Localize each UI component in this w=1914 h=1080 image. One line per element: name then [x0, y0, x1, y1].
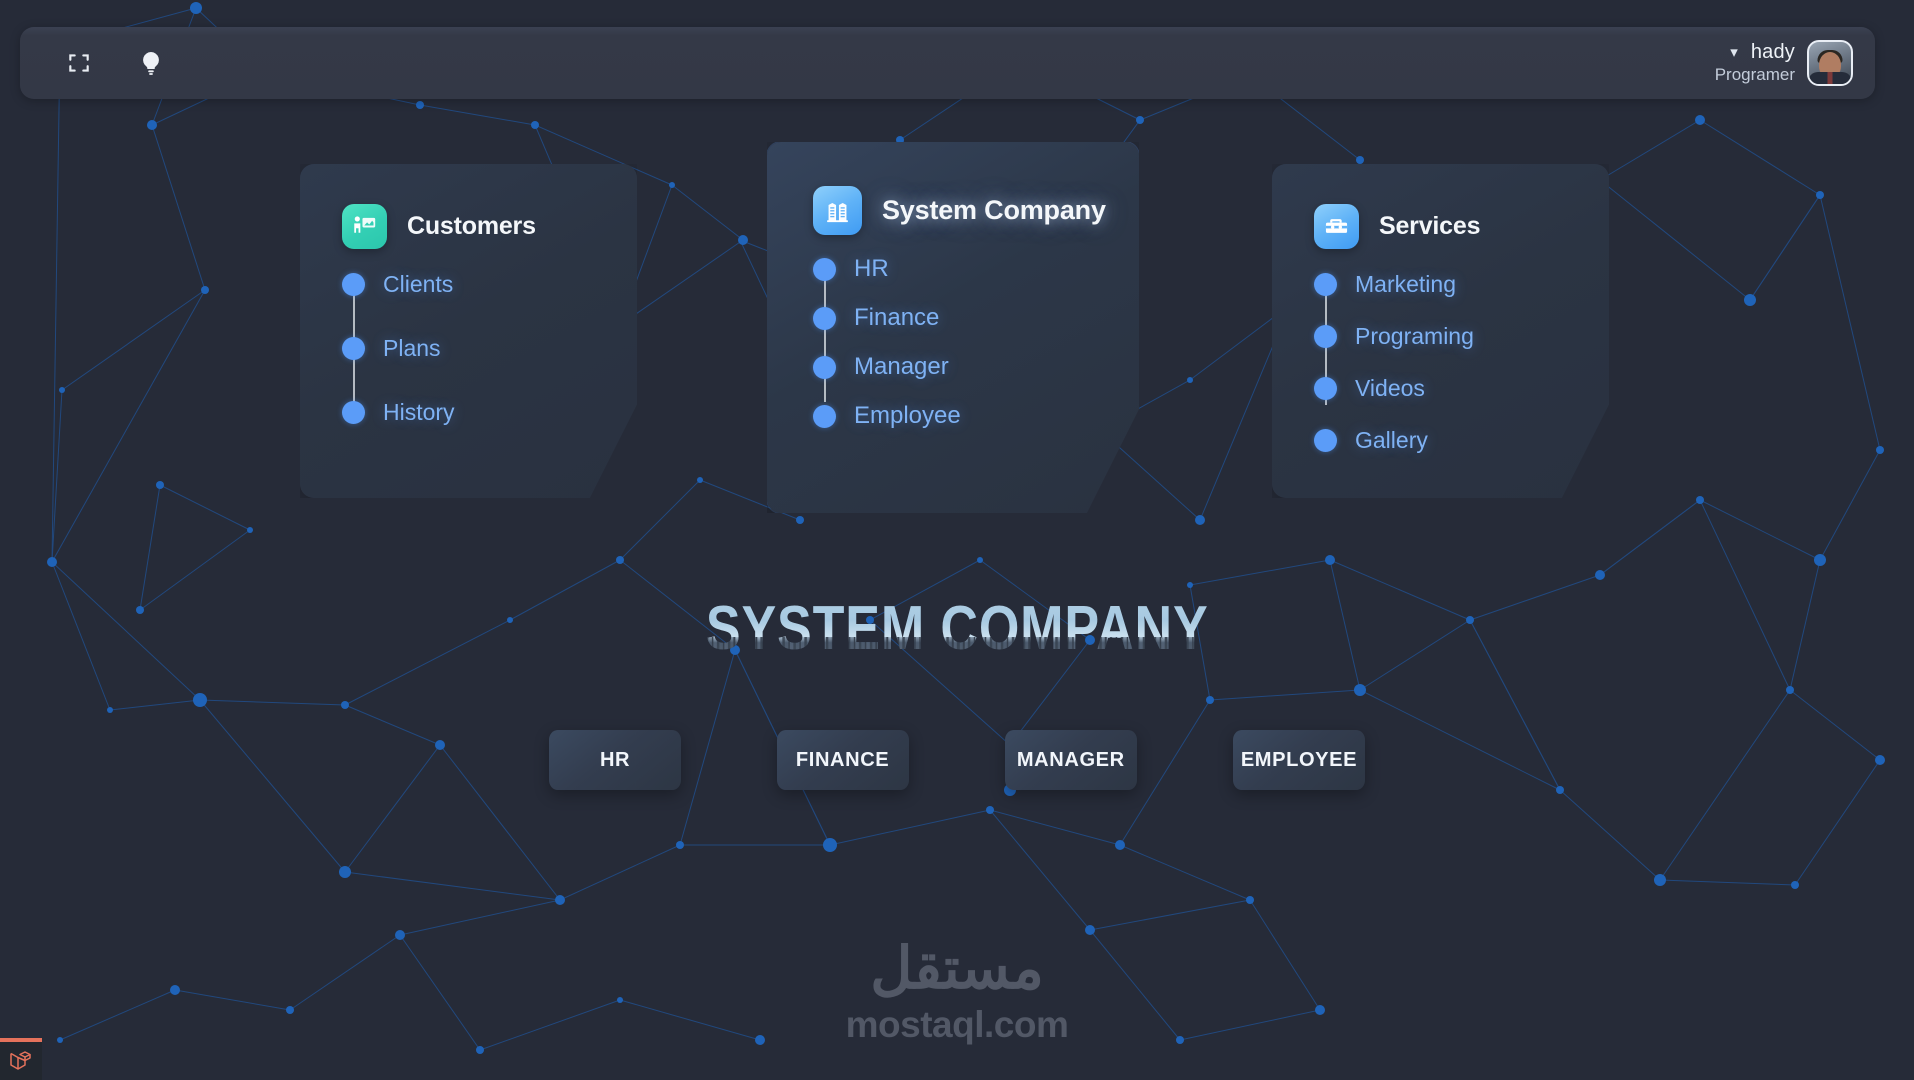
fullscreen-expand-icon[interactable] — [64, 48, 94, 78]
list-item[interactable]: Videos — [1314, 375, 1609, 402]
avatar[interactable] — [1807, 40, 1853, 86]
list-item[interactable]: Clients — [342, 271, 637, 298]
timeline-services: Marketing Programing Videos Gallery — [1314, 271, 1609, 454]
chevron-down-icon[interactable]: ▾ — [1730, 44, 1738, 62]
buildings-icon — [813, 186, 862, 235]
finance-button-label: FINANCE — [796, 748, 890, 771]
watermark-latin: mostaql.com — [845, 1004, 1069, 1045]
bullet-dot-icon — [342, 401, 365, 424]
list-item-label: Finance — [854, 304, 940, 331]
watermark-arabic: مستقل — [870, 936, 1046, 1001]
user-name-row: ▾ hady — [1730, 41, 1795, 65]
card-title: Services — [1379, 212, 1481, 240]
user-info: ▾ hady Programer — [1715, 41, 1795, 85]
card-system-company[interactable]: System Company HR Finance Manager Employ… — [767, 142, 1139, 513]
list-item-label: Clients — [383, 271, 454, 297]
card-customers[interactable]: Customers Clients Plans History — [300, 164, 637, 498]
user-role: Programer — [1714, 64, 1795, 84]
timeline-system-company: HR Finance Manager Employee — [813, 255, 1139, 430]
avatar-tie — [1827, 72, 1833, 84]
top-bar-tools — [64, 48, 166, 78]
manager-button-label: MANAGER — [1017, 748, 1125, 771]
list-item[interactable]: Finance — [813, 304, 1139, 332]
page-title: SYSTEM COMPANY — [705, 593, 1209, 664]
manager-button[interactable]: MANAGER — [1005, 730, 1137, 790]
employee-button[interactable]: EMPLOYEE — [1233, 730, 1365, 790]
list-item[interactable]: Gallery — [1314, 427, 1609, 454]
presentation-person-icon — [342, 204, 387, 249]
bullet-dot-icon — [813, 257, 836, 281]
list-item-label: HR — [854, 255, 889, 282]
lightbulb-icon[interactable] — [136, 48, 166, 78]
bullet-dot-icon — [813, 306, 836, 330]
card-header: Customers — [342, 204, 637, 249]
top-bar: ▾ hady Programer — [20, 27, 1875, 99]
bullet-dot-icon — [813, 404, 836, 428]
bullet-dot-icon — [1314, 325, 1337, 348]
list-item-label: Marketing — [1355, 271, 1456, 297]
bullet-dot-icon — [1314, 273, 1337, 296]
avatar-face — [1819, 51, 1841, 78]
toolbox-icon — [1314, 204, 1359, 249]
hr-button[interactable]: HR — [549, 730, 681, 790]
list-item[interactable]: HR — [813, 255, 1139, 283]
timeline-customers: Clients Plans History — [342, 271, 637, 426]
card-services[interactable]: Services Marketing Programing Videos Gal… — [1272, 164, 1609, 498]
user-name: hady — [1750, 41, 1795, 64]
mostaql-watermark: مستقل mostaql.com — [0, 940, 1914, 1048]
list-item[interactable]: Plans — [342, 335, 637, 362]
card-header: System Company — [813, 186, 1139, 235]
card-header: Services — [1314, 204, 1609, 249]
bullet-dot-icon — [813, 355, 836, 379]
list-item[interactable]: Programing — [1314, 323, 1609, 350]
bullet-dot-icon — [1314, 429, 1337, 452]
list-item[interactable]: History — [342, 399, 637, 426]
list-item-label: Plans — [383, 335, 441, 361]
list-item[interactable]: Manager — [813, 353, 1139, 381]
hr-button-label: HR — [599, 748, 631, 771]
list-item[interactable]: Employee — [813, 402, 1139, 430]
employee-button-label: EMPLOYEE — [1240, 748, 1358, 771]
list-item[interactable]: Marketing — [1314, 271, 1609, 298]
bullet-dot-icon — [1314, 377, 1337, 400]
list-item-label: Videos — [1355, 375, 1425, 401]
list-item-label: History — [383, 399, 455, 425]
user-menu[interactable]: ▾ hady Programer — [1715, 40, 1853, 86]
list-item-label: Manager — [854, 353, 949, 380]
list-item-label: Gallery — [1355, 427, 1428, 453]
timeline-connector — [824, 269, 826, 402]
list-item-label: Employee — [854, 402, 961, 429]
finance-button[interactable]: FINANCE — [777, 730, 909, 790]
card-title: Customers — [407, 212, 536, 240]
card-title: System Company — [882, 195, 1106, 225]
laravel-logo — [0, 1038, 42, 1080]
action-buttons: HR FINANCE MANAGER EMPLOYEE — [0, 730, 1914, 790]
hero-section: SYSTEM COMPANY — [0, 593, 1914, 664]
list-item-label: Programing — [1355, 323, 1474, 349]
bullet-dot-icon — [342, 273, 365, 296]
bullet-dot-icon — [342, 337, 365, 360]
